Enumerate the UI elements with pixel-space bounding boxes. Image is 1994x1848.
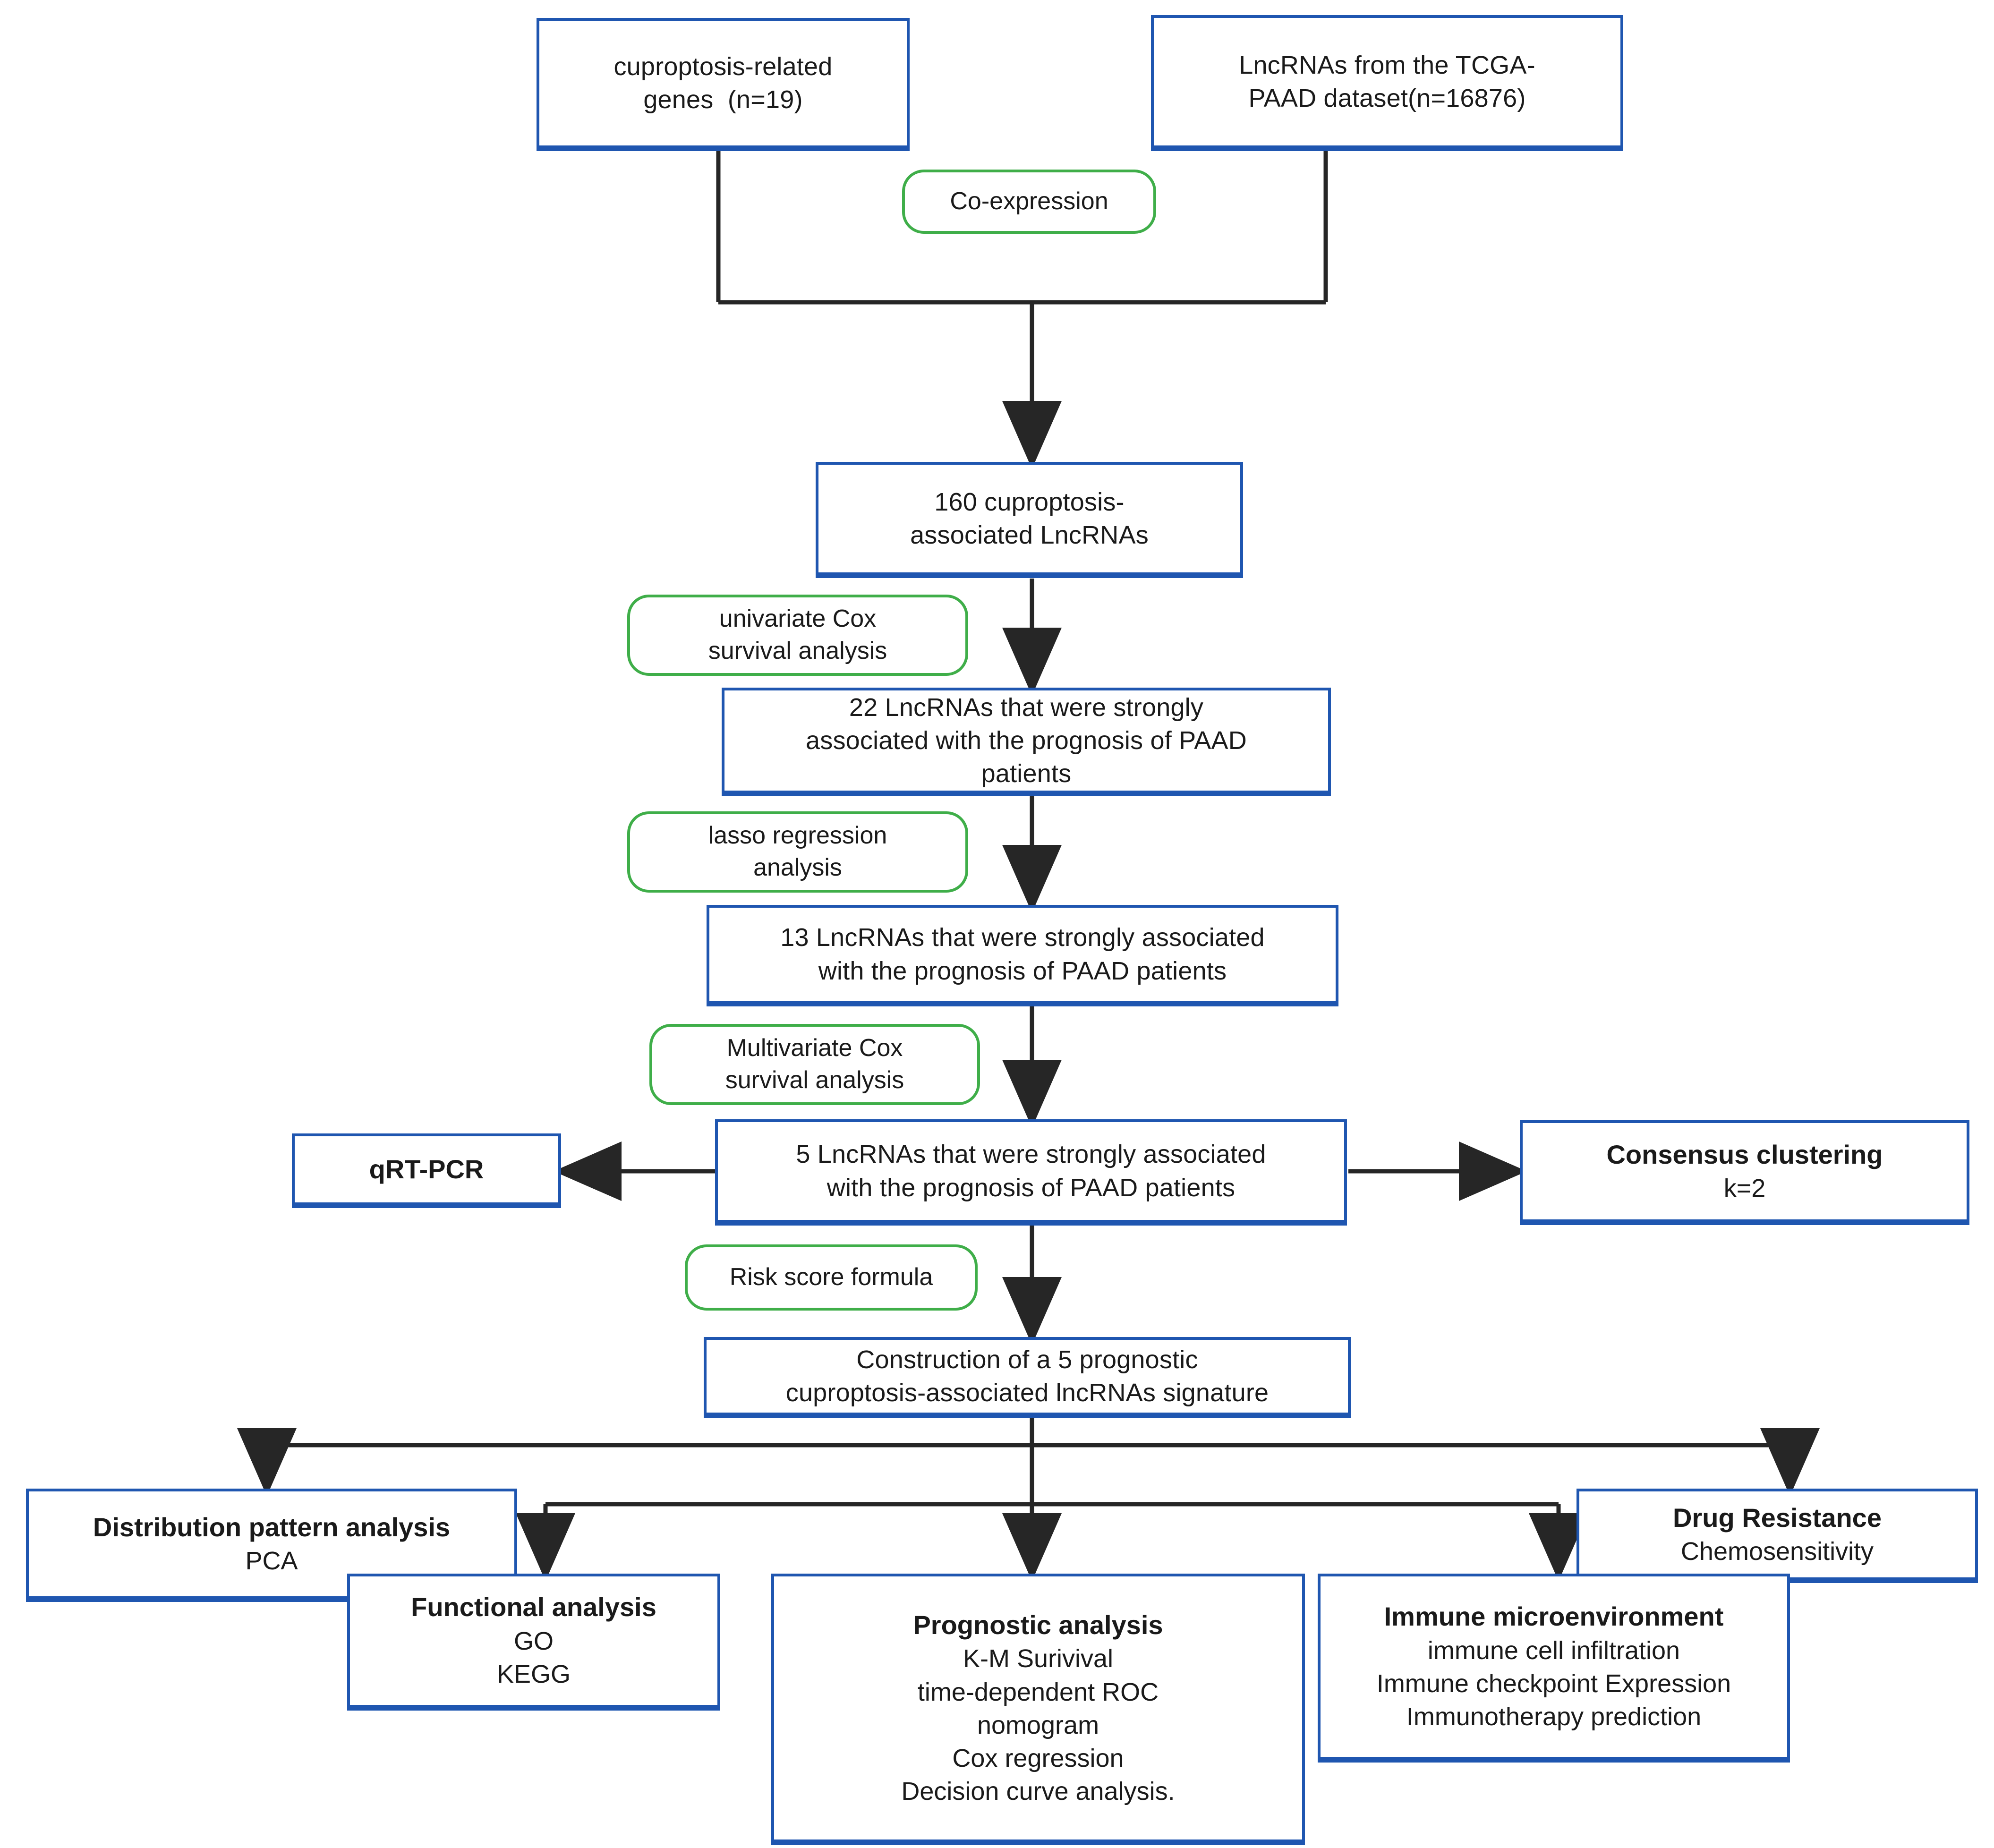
tcga-lncrnas-line-1: LncRNAs from the TCGA-: [1239, 51, 1535, 79]
prognostic-analysis-item-4: Cox regression: [952, 1744, 1124, 1772]
risk-score-formula-label: Risk score formula: [729, 1263, 933, 1291]
lncrna-13-line-2: with the prognosis of PAAD patients: [818, 956, 1227, 985]
consensus-clustering-heading: Consensus clustering: [1606, 1139, 1883, 1169]
lncrna-22-line-1: 22 LncRNAs that were strongly: [849, 693, 1204, 722]
node-prognostic-analysis[interactable]: Prognostic analysis K-M Surivival time-d…: [771, 1574, 1305, 1845]
tcga-lncrnas-line-2: PAAD dataset(n=16876): [1248, 84, 1526, 112]
node-tcga-lncrnas[interactable]: LncRNAs from the TCGA- PAAD dataset(n=16…: [1151, 15, 1623, 151]
signature-construction-line-2: cuproptosis-associated lncRNAs signature: [785, 1379, 1269, 1407]
drug-resistance-heading: Drug Resistance: [1673, 1502, 1882, 1533]
node-functional-analysis[interactable]: Functional analysis GO KEGG: [347, 1574, 720, 1711]
node-lncrna-160[interactable]: 160 cuproptosis- associated LncRNAs: [816, 462, 1243, 578]
lasso-regression-line-2: analysis: [753, 854, 842, 881]
node-lncrna-22[interactable]: 22 LncRNAs that were strongly associated…: [722, 688, 1331, 796]
immune-microenvironment-item-1: immune cell infiltration: [1427, 1636, 1680, 1665]
node-immune-microenvironment[interactable]: Immune microenvironment immune cell infi…: [1318, 1574, 1790, 1763]
lncrna-22-line-2: associated with the prognosis of PAAD: [806, 726, 1247, 755]
functional-analysis-item-1: GO: [513, 1627, 554, 1656]
functional-analysis-item-2: KEGG: [496, 1660, 571, 1689]
cuproptosis-genes-line-1: cuproptosis-related: [614, 52, 833, 81]
lncrna-160-line-1: 160 cuproptosis-: [934, 487, 1125, 516]
qrt-pcr-heading: qRT-PCR: [369, 1154, 484, 1184]
node-signature-construction[interactable]: Construction of a 5 prognostic cuproptos…: [704, 1337, 1351, 1418]
distribution-pattern-heading: Distribution pattern analysis: [93, 1512, 451, 1542]
node-cuproptosis-genes[interactable]: cuproptosis-related genes (n=19): [537, 18, 910, 151]
cuproptosis-genes-line-2: genes (n=19): [643, 85, 803, 114]
multivariate-cox-line-1: Multivariate Cox: [726, 1034, 903, 1062]
prognostic-analysis-item-3: nomogram: [977, 1711, 1099, 1739]
immune-microenvironment-item-2: Immune checkpoint Expression: [1376, 1669, 1731, 1698]
node-lasso-regression[interactable]: lasso regression analysis: [627, 811, 968, 893]
distribution-pattern-method: PCA: [245, 1547, 298, 1575]
drug-resistance-method: Chemosensitivity: [1680, 1537, 1874, 1566]
univariate-cox-line-2: survival analysis: [708, 637, 887, 664]
node-risk-score-formula[interactable]: Risk score formula: [685, 1244, 978, 1311]
node-lncrna-13[interactable]: 13 LncRNAs that were strongly associated…: [707, 905, 1338, 1006]
lncrna-13-line-1: 13 LncRNAs that were strongly associated: [780, 923, 1265, 952]
prognostic-analysis-item-5: Decision curve analysis.: [901, 1777, 1175, 1806]
lasso-regression-line-1: lasso regression: [708, 822, 887, 850]
prognostic-analysis-heading: Prognostic analysis: [913, 1610, 1163, 1640]
node-co-expression[interactable]: Co-expression: [902, 170, 1156, 234]
node-lncrna-5[interactable]: 5 LncRNAs that were strongly associated …: [715, 1119, 1347, 1226]
lncrna-5-line-2: with the prognosis of PAAD patients: [827, 1173, 1236, 1202]
prognostic-analysis-item-1: K-M Surivival: [963, 1644, 1114, 1673]
node-multivariate-cox[interactable]: Multivariate Cox survival analysis: [649, 1024, 980, 1105]
lncrna-22-line-3: patients: [981, 759, 1072, 788]
immune-microenvironment-item-3: Immunotherapy prediction: [1406, 1703, 1702, 1731]
immune-microenvironment-heading: Immune microenvironment: [1384, 1601, 1724, 1632]
multivariate-cox-line-2: survival analysis: [725, 1066, 904, 1094]
signature-construction-line-1: Construction of a 5 prognostic: [856, 1345, 1198, 1374]
node-consensus-clustering[interactable]: Consensus clustering k=2: [1520, 1120, 1969, 1225]
prognostic-analysis-item-2: time-dependent ROC: [917, 1678, 1159, 1706]
lncrna-160-line-2: associated LncRNAs: [910, 521, 1149, 549]
consensus-clustering-k: k=2: [1723, 1174, 1766, 1203]
node-qrt-pcr[interactable]: qRT-PCR: [292, 1133, 561, 1208]
lncrna-5-line-1: 5 LncRNAs that were strongly associated: [796, 1140, 1266, 1169]
node-univariate-cox[interactable]: univariate Cox survival analysis: [627, 595, 968, 676]
functional-analysis-heading: Functional analysis: [411, 1592, 656, 1622]
node-drug-resistance[interactable]: Drug Resistance Chemosensitivity: [1576, 1489, 1978, 1583]
univariate-cox-line-1: univariate Cox: [719, 605, 877, 633]
co-expression-label: Co-expression: [950, 187, 1108, 215]
